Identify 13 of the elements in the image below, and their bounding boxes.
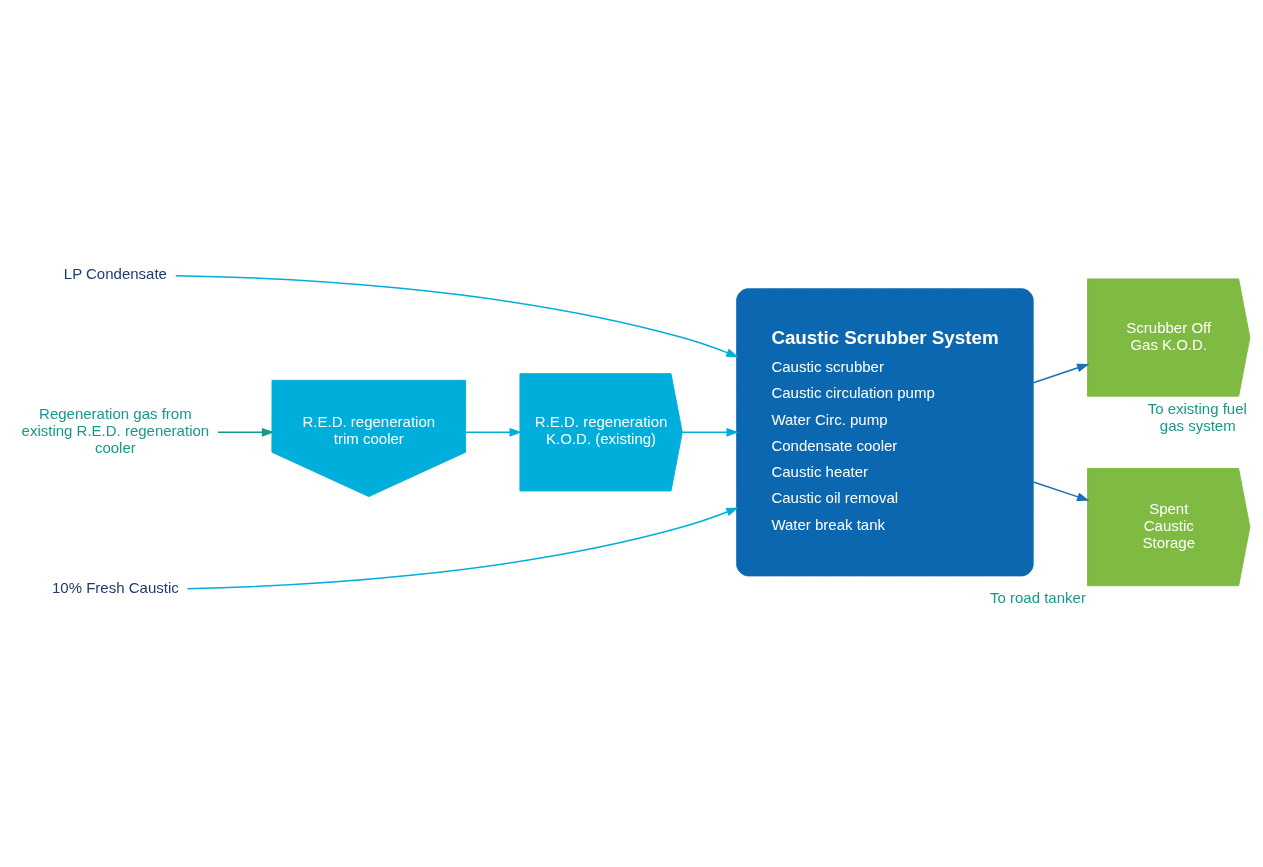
node-text: LP Condensate [63,265,167,283]
arrow [175,275,739,358]
node-box: Caustic Scrubber System Caustic scrubber Caustic circulation pump Water Circ. pump Condensate cooler Caustic heater Caustic oil removal Water break tank [736,288,1034,577]
arrow [681,428,739,437]
arrow [186,507,739,590]
node-label: To existing fuel gas system [1147,399,1247,434]
arrow [465,428,522,437]
arrow [217,428,275,437]
arrow [1032,481,1090,501]
node-text: Regeneration gas from existing R.E.D. regeneration cooler [21,405,210,456]
node-text: 10% Fresh Caustic [52,578,179,596]
node-label: To road tanker [990,589,1086,607]
arrow [1032,363,1090,384]
